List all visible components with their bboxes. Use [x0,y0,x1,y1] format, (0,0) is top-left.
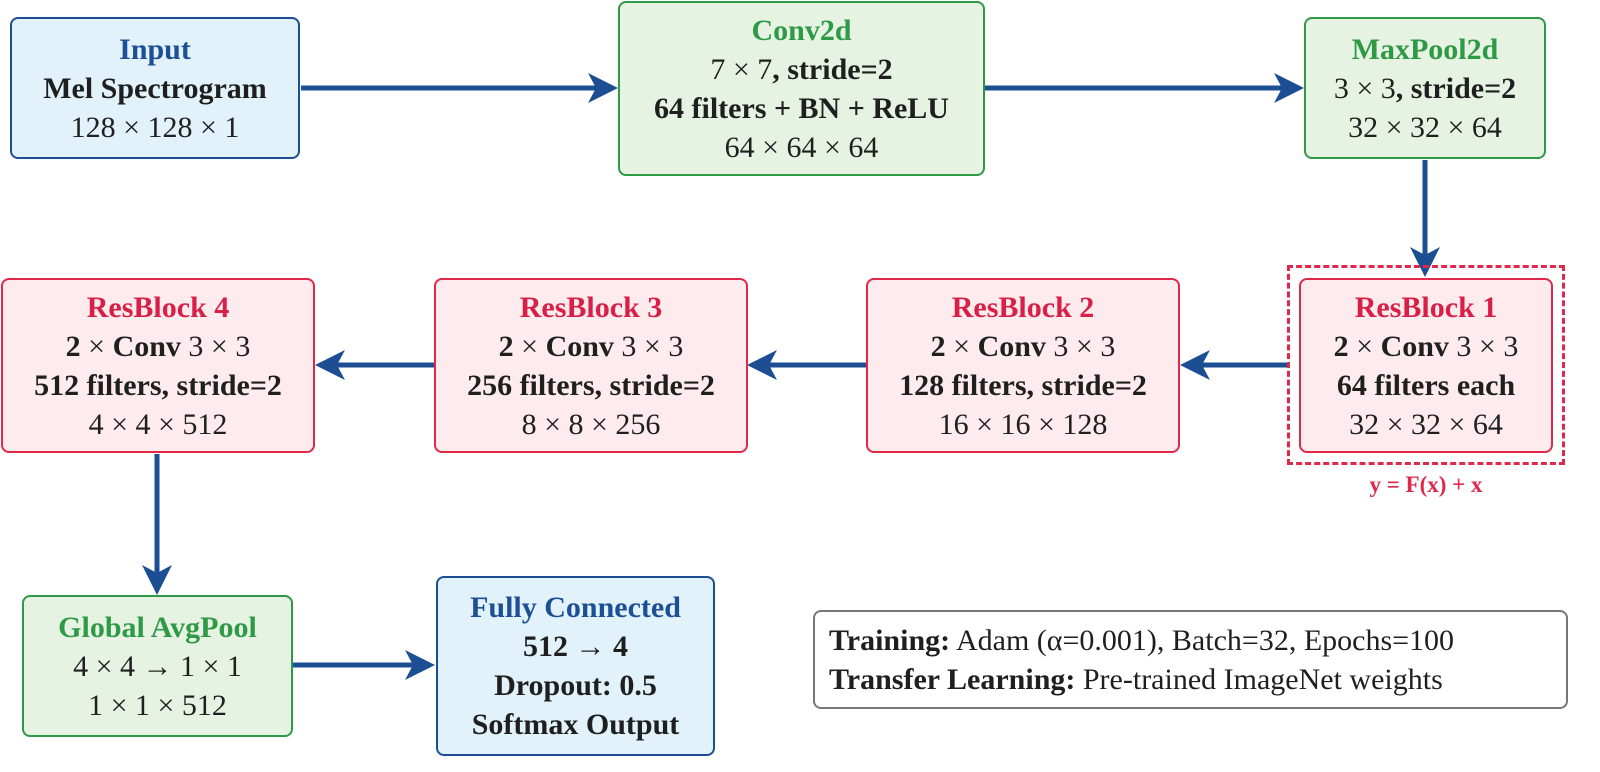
input-node: Input Mel Spectrogram 128 × 128 × 1 [10,17,300,159]
maxpool-title: MaxPool2d [1351,32,1499,66]
resblock4-filters: 512 filters, stride=2 [34,368,282,402]
transfer-text: Pre-trained ImageNet weights [1075,662,1443,696]
resblock3-conv-count: 2 [498,329,514,363]
resblock3-times: × [513,329,546,363]
resblock1-conv: 2 × Conv 3 × 3 [1334,327,1519,366]
maxpool-shape: 32 × 32 × 64 [1348,110,1502,144]
resblock3-shape: 8 × 8 × 256 [521,407,661,441]
conv2d-stride: , stride=2 [772,52,893,86]
input-title: Input [119,32,191,66]
resblock2-shape: 16 × 16 × 128 [938,407,1108,441]
avgpool-node: Global AvgPool 4 × 4 → 1 × 1 1 × 1 × 512 [22,595,293,737]
resblock4-conv: 2 × Conv 3 × 3 [66,327,251,366]
resblock1-kernel: 3 × 3 [1448,329,1519,363]
input-label: Mel Spectrogram [43,71,267,105]
resblock3-title: ResBlock 3 [519,290,663,324]
resblock2-conv-count: 2 [930,329,946,363]
training-info-box: Training: Adam (α=0.001), Batch=32, Epoc… [813,610,1568,709]
resblock3-node: ResBlock 3 2 × Conv 3 × 3 256 filters, s… [434,278,748,453]
resblock3-filters: 256 filters, stride=2 [467,368,715,402]
input-shape: 128 × 128 × 1 [70,110,240,144]
conv2d-kernel-size: 7 × 7 [710,52,773,86]
resblock4-conv-word: Conv [112,329,181,363]
resblock2-kernel: 3 × 3 [1045,329,1116,363]
fc-softmax: Softmax Output [471,708,680,741]
training-label: Training: [829,623,951,657]
resblock2-times: × [945,329,978,363]
maxpool-kernel-size: 3 × 3 [1333,71,1396,105]
residual-formula: y = F(x) + x [1369,472,1483,497]
resblock4-conv-count: 2 [65,329,81,363]
resblock4-title: ResBlock 4 [86,290,230,324]
avgpool-op: 4 × 4 → 1 × 1 [73,649,242,683]
resblock2-node: ResBlock 2 2 × Conv 3 × 3 128 filters, s… [866,278,1180,453]
resblock1-node: ResBlock 1 2 × Conv 3 × 3 64 filters eac… [1299,278,1553,453]
resblock2-conv: 2 × Conv 3 × 3 [931,327,1116,366]
resblock1-title: ResBlock 1 [1354,290,1498,324]
resblock1-filters: 64 filters each [1336,368,1516,402]
maxpool-kernel: 3 × 3, stride=2 [1334,69,1516,108]
fc-title: Fully Connected [470,591,681,624]
resblock1-conv-word: Conv [1380,329,1449,363]
training-text: Adam (α=0.001), Batch=32, Epochs=100 [950,623,1455,657]
avgpool-title: Global AvgPool [58,610,257,644]
resblock3-conv-word: Conv [545,329,614,363]
resblock2-filters: 128 filters, stride=2 [899,368,1147,402]
resblock1-conv-count: 2 [1333,329,1349,363]
resblock4-times: × [80,329,113,363]
training-line: Training: Adam (α=0.001), Batch=32, Epoc… [829,621,1566,660]
maxpool-node: MaxPool2d 3 × 3, stride=2 32 × 32 × 64 [1304,17,1546,159]
resblock4-kernel: 3 × 3 [180,329,251,363]
resblock3-conv: 2 × Conv 3 × 3 [499,327,684,366]
resblock2-title: ResBlock 2 [951,290,1095,324]
conv2d-shape: 64 × 64 × 64 [724,130,879,164]
resblock2-conv-word: Conv [977,329,1046,363]
maxpool-stride: , stride=2 [1395,71,1517,105]
fc-node: Fully Connected 512 → 4 Dropout: 0.5 Sof… [436,576,715,756]
transfer-line: Transfer Learning: Pre-trained ImageNet … [829,660,1566,699]
conv2d-filters: 64 filters + BN + ReLU [654,91,949,125]
resblock4-shape: 4 × 4 × 512 [88,407,228,441]
resblock1-shape: 32 × 32 × 64 [1349,407,1503,441]
residual-frame [1287,265,1565,465]
transfer-label: Transfer Learning: [829,662,1076,696]
conv2d-node: Conv2d 7 × 7, stride=2 64 filters + BN +… [618,1,985,176]
resblock3-kernel: 3 × 3 [613,329,684,363]
conv2d-title: Conv2d [751,13,852,47]
resblock1-times: × [1348,329,1381,363]
fc-mapping: 512 → 4 [523,630,628,663]
fc-dropout: Dropout: 0.5 [494,669,657,702]
resblock4-node: ResBlock 4 2 × Conv 3 × 3 512 filters, s… [1,278,315,453]
conv2d-kernel: 7 × 7, stride=2 [710,50,892,89]
avgpool-shape: 1 × 1 × 512 [88,688,227,722]
